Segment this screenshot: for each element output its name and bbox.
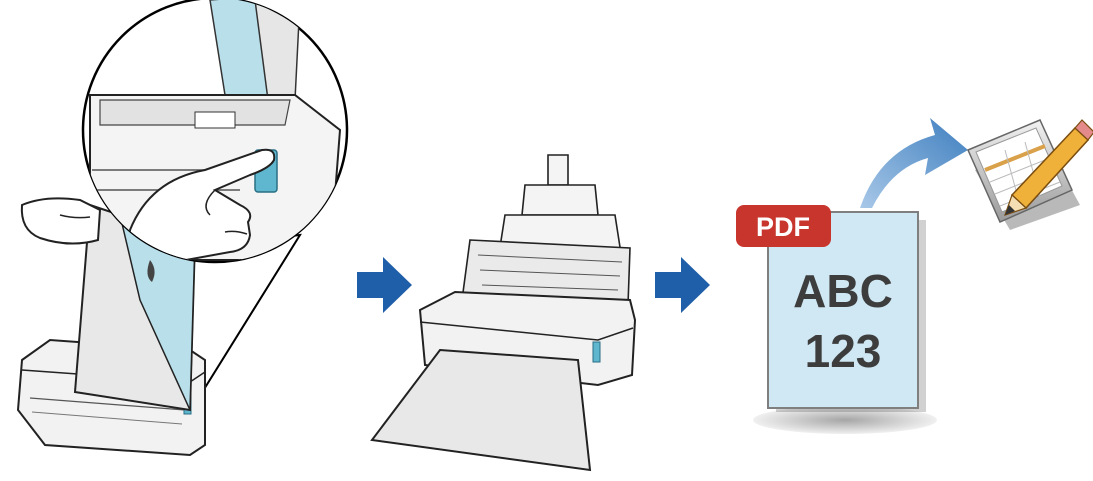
pdf-document-icon: PDF ABC 123 bbox=[736, 205, 937, 434]
hand-holding-paper bbox=[20, 197, 102, 245]
arrow-step-1 bbox=[357, 257, 412, 313]
pdf-badge-label: PDF bbox=[756, 212, 810, 242]
pdf-badge bbox=[736, 205, 831, 247]
curved-arrow bbox=[860, 118, 968, 208]
document-line-1: ABC bbox=[793, 265, 893, 317]
spreadsheet-application-icon bbox=[967, 119, 1093, 230]
output-paper bbox=[370, 348, 592, 472]
scanner-button-press-illustration bbox=[16, 0, 349, 457]
scanner-feeding-paper-illustration bbox=[370, 154, 637, 472]
arrow-step-2 bbox=[655, 257, 710, 313]
document-line-2: 123 bbox=[805, 325, 882, 377]
